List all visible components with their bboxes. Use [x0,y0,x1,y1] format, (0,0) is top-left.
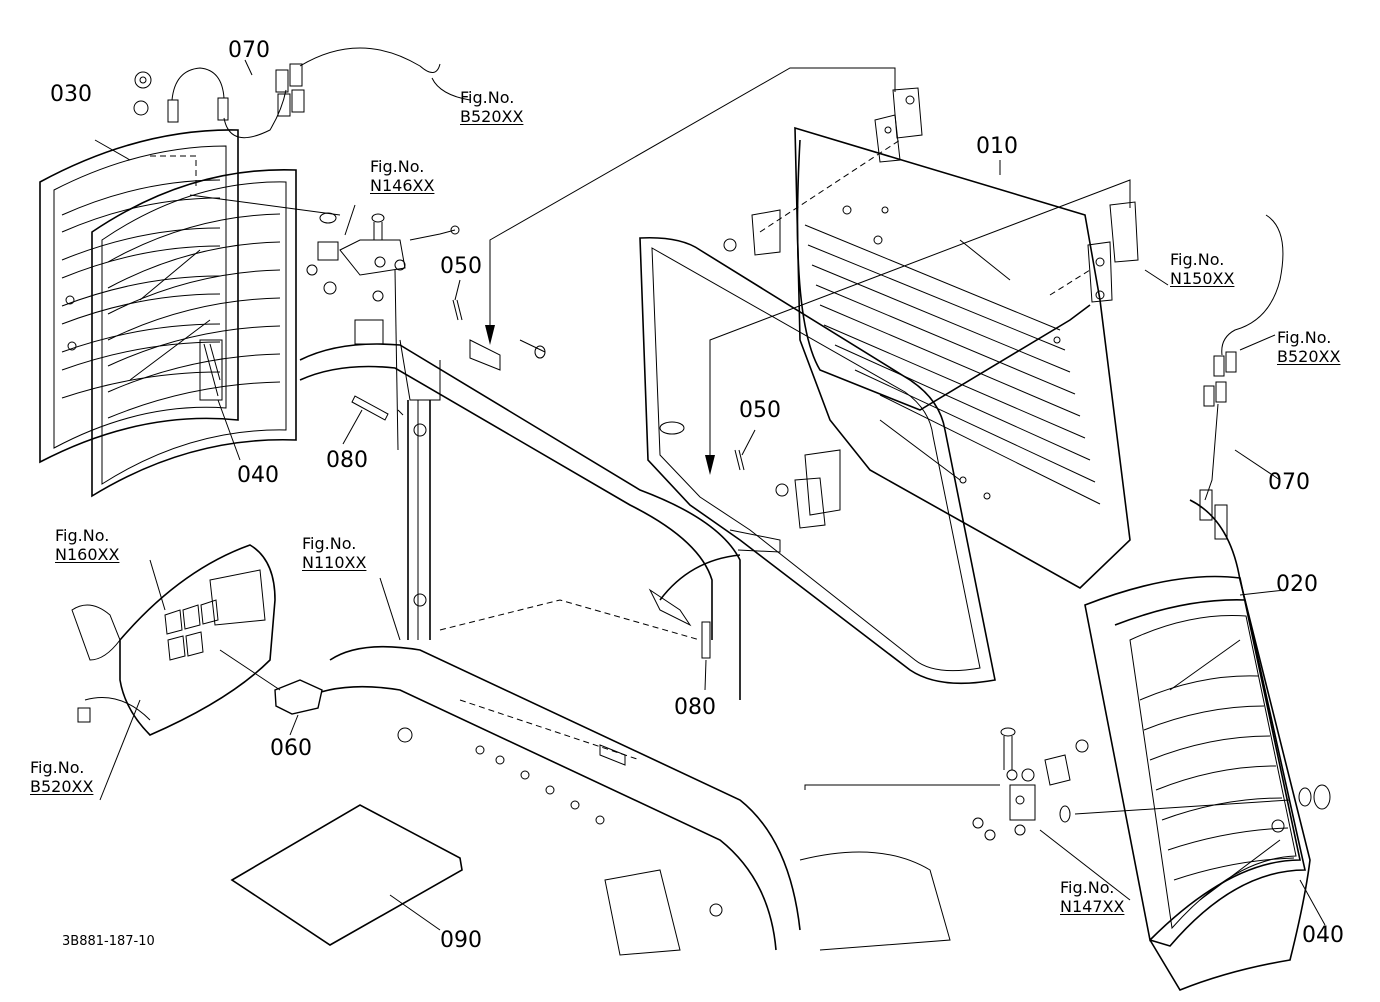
fig-ref-code: B520XX [460,107,524,127]
switch-panel [71,544,323,736]
part-label-080: 080 [326,448,368,473]
part-label-090: 090 [440,928,482,953]
fig-ref-b520xx: Fig.No. B520XX [30,758,93,796]
fig-ref-prefix: Fig.No. [55,526,110,545]
part-label-010: 010 [976,134,1018,159]
left-door-glass [91,155,341,498]
small-parts [351,299,745,659]
harness-070-right [1199,214,1284,540]
fig-ref-code: N150XX [1170,269,1235,289]
fig-ref-code: N160XX [55,545,120,565]
left-door-panel-030 [39,129,239,464]
fig-ref-code: B520XX [1277,347,1341,367]
direction-arrows [397,67,1131,475]
part-label-020: 020 [1276,572,1318,597]
fig-ref-prefix: Fig.No. [1277,328,1332,347]
right-door-020 [1084,499,1311,991]
part-label-030: 030 [50,82,92,107]
harness-070-upper [133,47,471,139]
fig-ref-code: N146XX [370,176,435,196]
fig-ref-code: N110XX [302,553,367,573]
fig-ref-prefix: Fig.No. [30,758,85,777]
fig-ref-prefix: Fig.No. [1060,878,1115,897]
front-door-glass [639,236,996,685]
part-label-050: 050 [440,254,482,279]
hinge-assembly-upper-left [306,212,460,451]
fig-ref-prefix: Fig.No. [302,534,357,553]
fig-ref-n110xx: Fig.No. N110XX [302,534,366,572]
part-label-060: 060 [270,736,312,761]
cabin-frame [299,319,781,700]
fig-ref-b520xx: Fig.No. B520XX [1277,328,1340,366]
fig-ref-code: B520XX [30,777,94,797]
fig-ref-b520xx: Fig.No. B520XX [460,88,523,126]
part-label-080: 080 [674,695,716,720]
part-label-050: 050 [739,398,781,423]
part-label-040: 040 [237,463,279,488]
fig-ref-prefix: Fig.No. [460,88,515,107]
hinge-assembly-lower-right [804,727,1331,841]
part-label-070: 070 [228,38,270,63]
hinge-brackets-upper-right [723,87,1139,529]
fig-ref-n160xx: Fig.No. N160XX [55,526,119,564]
fig-ref-prefix: Fig.No. [370,157,425,176]
rear-window-010 [794,126,1131,589]
fig-ref-n150xx: Fig.No. N150XX [1170,250,1234,288]
part-label-070: 070 [1268,470,1310,495]
instruction-sheet-090 [230,804,463,946]
fig-ref-n147xx: Fig.No. N147XX [1060,878,1124,916]
fig-ref-code: N147XX [1060,897,1125,917]
document-id: 3B881-187-10 [62,934,155,949]
fig-ref-prefix: Fig.No. [1170,250,1225,269]
part-label-040: 040 [1302,923,1344,948]
cab-floor-frame [299,599,951,956]
fig-ref-n146xx: Fig.No. N146XX [370,157,434,195]
leader-lines [94,59,1326,931]
